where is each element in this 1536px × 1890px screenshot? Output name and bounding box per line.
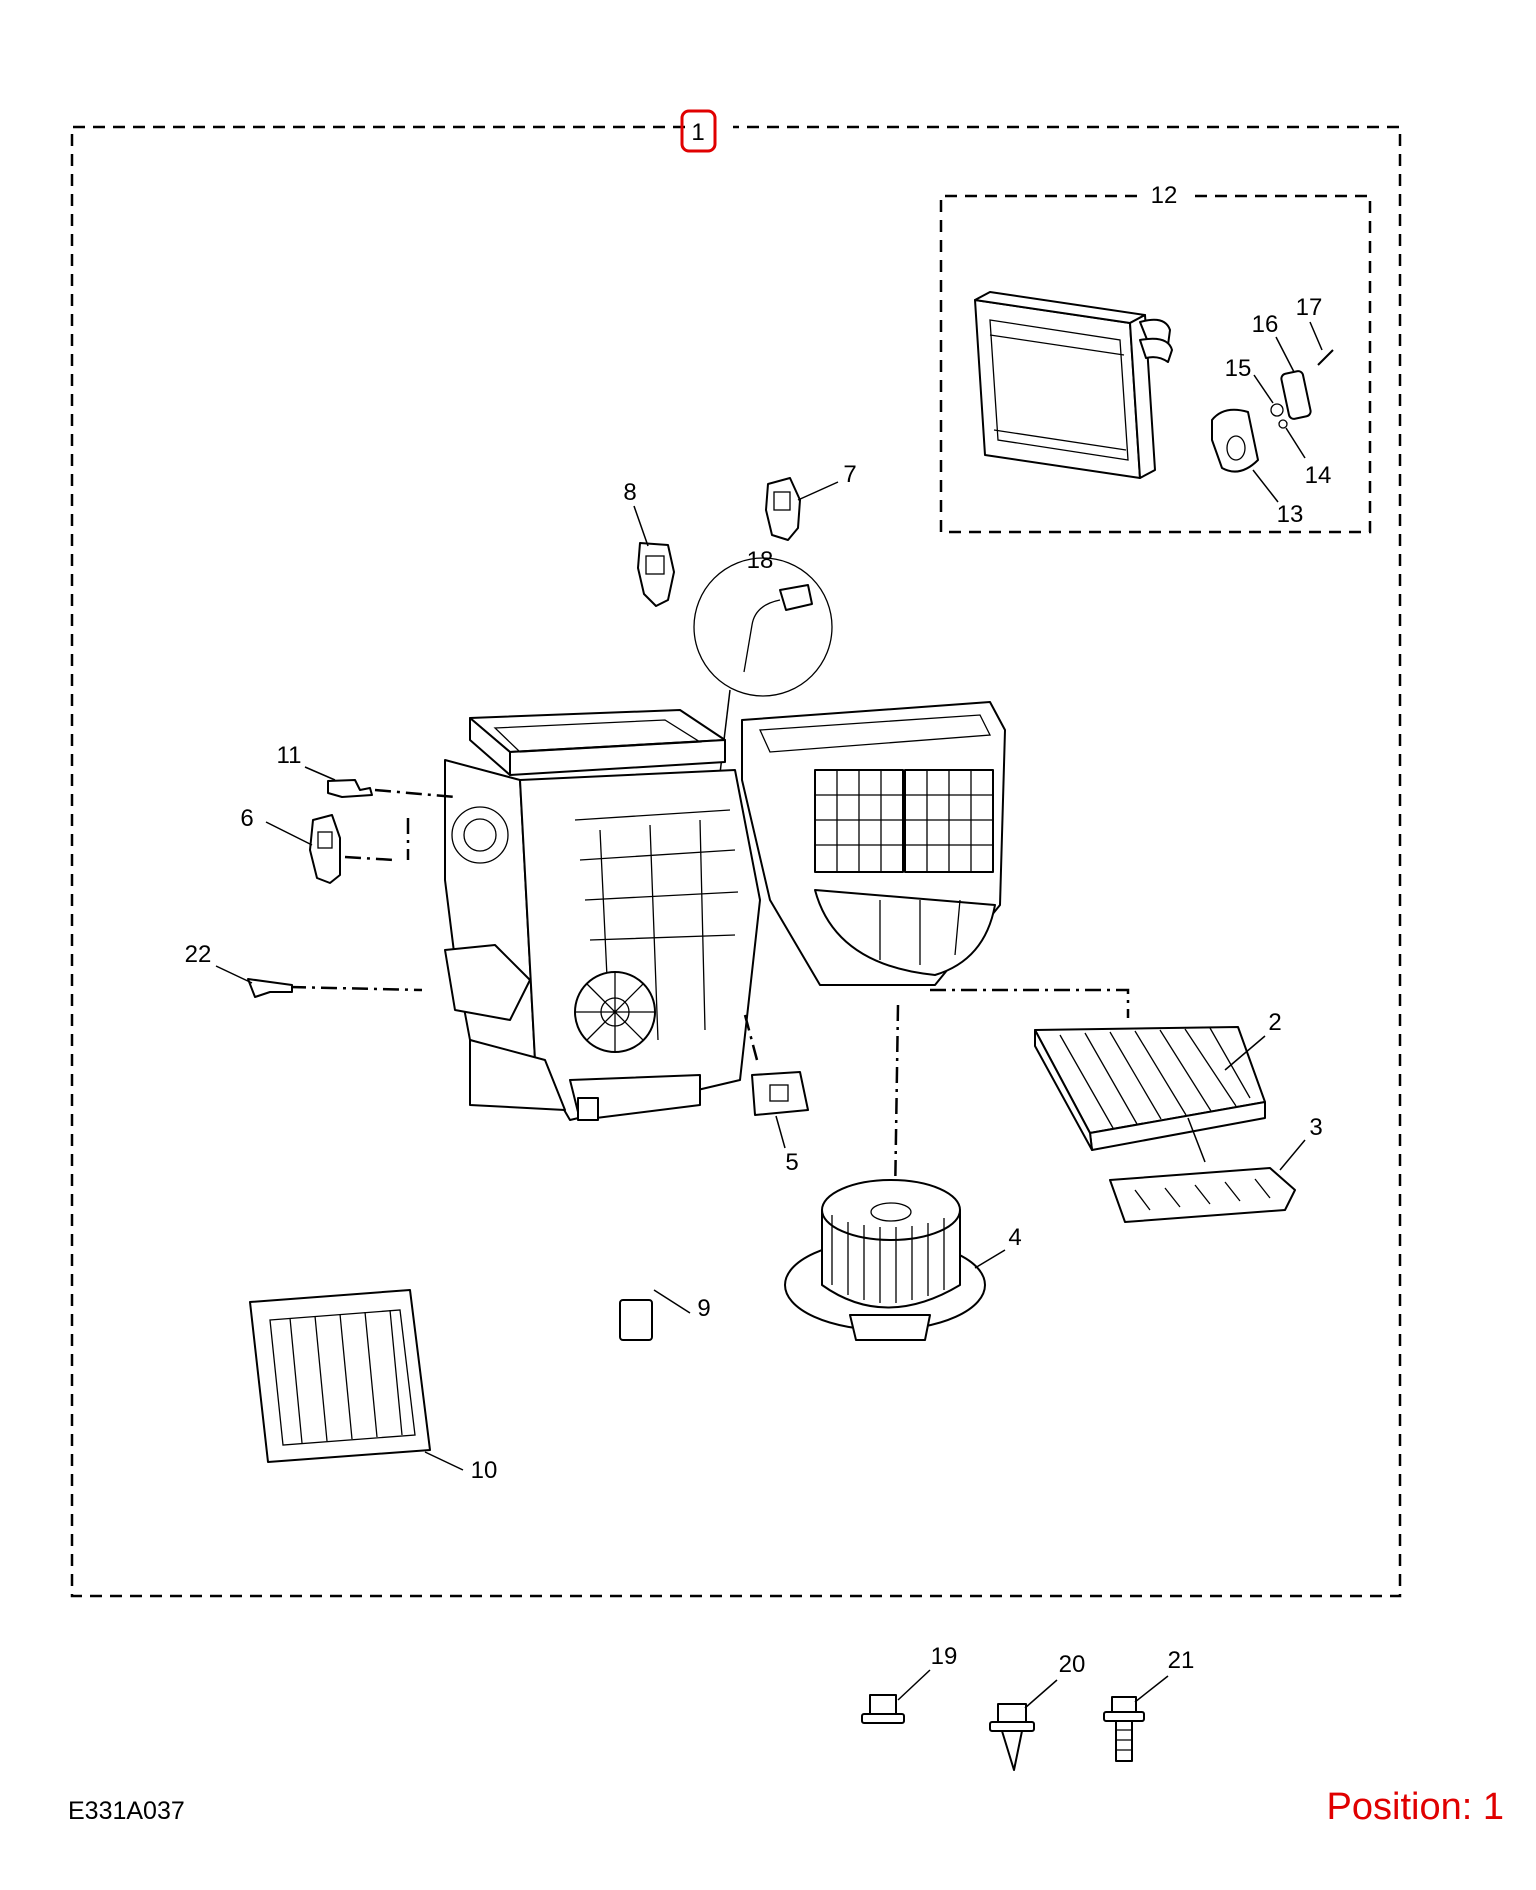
callout-12[interactable]: 12 <box>1151 182 1178 209</box>
nut-19-drawing <box>861 1694 905 1724</box>
callout-17[interactable]: 17 <box>1296 294 1323 321</box>
callout-7[interactable]: 7 <box>843 461 856 488</box>
callout-22[interactable]: 22 <box>185 941 212 968</box>
callout-6[interactable]: 6 <box>240 805 253 832</box>
callout-3[interactable]: 3 <box>1309 1114 1322 1141</box>
sensor-11-drawing <box>327 779 373 798</box>
heater-hose-9-drawing <box>583 1207 653 1341</box>
diagram-code: E331A037 <box>68 1797 185 1825</box>
connector-11 <box>374 788 456 799</box>
callout-19[interactable]: 19 <box>931 1643 958 1670</box>
callout-9[interactable]: 9 <box>697 1295 710 1322</box>
actuator-7-drawing <box>765 477 801 541</box>
filter-bracket-3-drawing <box>1109 1167 1296 1223</box>
clip-22-drawing <box>247 978 293 998</box>
evaporator-kit-dashed-frame <box>939 194 1372 534</box>
bolt-21-drawing <box>1103 1696 1145 1762</box>
sensor-18-detail-circle <box>693 557 833 697</box>
assembly-1-dashed-frame <box>70 125 1402 1598</box>
screw-20-drawing <box>989 1703 1035 1771</box>
connector-6a <box>344 855 396 862</box>
callout-13[interactable]: 13 <box>1277 501 1304 528</box>
temperature-sensor-18-drawing <box>743 584 813 673</box>
callout-20[interactable]: 20 <box>1059 1651 1086 1678</box>
callout-15[interactable]: 15 <box>1225 355 1252 382</box>
callout-2[interactable]: 2 <box>1268 1009 1281 1036</box>
blower-motor-4-drawing <box>784 1179 986 1341</box>
callout-16[interactable]: 16 <box>1252 311 1279 338</box>
callout-11[interactable]: 11 <box>277 742 302 769</box>
callout-18[interactable]: 18 <box>747 547 774 574</box>
callout-4[interactable]: 4 <box>1008 1224 1021 1251</box>
actuator-8-drawing <box>637 542 675 607</box>
callout-1[interactable]: 1 <box>691 119 704 146</box>
callout-1-highlight-box[interactable] <box>680 109 717 153</box>
connector-4 <box>893 1004 900 1201</box>
callout-10[interactable]: 10 <box>471 1457 498 1484</box>
callout-14[interactable]: 14 <box>1305 462 1332 489</box>
connector-5 <box>743 1014 759 1061</box>
blower-resistor-5-drawing <box>751 1071 809 1116</box>
hvac-housing-drawing <box>444 701 1006 1121</box>
evaporator-core-drawing <box>974 291 1173 479</box>
cabin-filter-2-drawing <box>1034 1026 1266 1151</box>
callout-21[interactable]: 21 <box>1168 1647 1195 1674</box>
connector-22 <box>289 985 423 992</box>
expansion-valve-kit-drawing <box>1211 349 1334 473</box>
callout-5[interactable]: 5 <box>785 1149 798 1176</box>
actuator-6-drawing <box>309 814 341 884</box>
connector-2 <box>930 988 1130 1018</box>
position-indicator: Position: 1 <box>1326 1786 1504 1828</box>
callout-8[interactable]: 8 <box>623 479 636 506</box>
heater-core-10-drawing <box>199 1220 431 1463</box>
